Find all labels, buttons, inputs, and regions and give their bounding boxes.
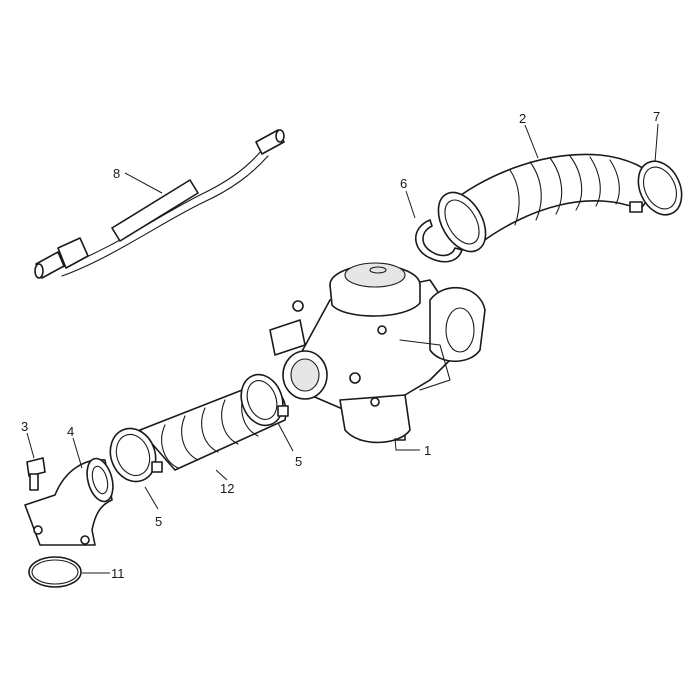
leader-12 xyxy=(215,469,228,481)
part-3-bolt xyxy=(26,457,46,491)
callout-5-left: 5 xyxy=(155,514,162,529)
part-7-hose-clamp xyxy=(629,160,683,216)
leader-6 xyxy=(405,190,416,219)
part-11-o-ring xyxy=(28,556,82,588)
part-6-split-ring xyxy=(414,219,463,263)
callout-2: 2 xyxy=(519,111,526,126)
leader-7 xyxy=(654,123,659,163)
part-4-intake-manifold xyxy=(24,457,114,546)
part-5-hose-clamp-left xyxy=(109,427,163,483)
leader-3 xyxy=(26,432,35,459)
callout-6: 6 xyxy=(400,176,407,191)
part-1-carburettor xyxy=(269,262,486,444)
part-8-throttle-cable xyxy=(34,129,285,279)
part-5-hose-clamp-right xyxy=(240,373,289,427)
callout-12: 12 xyxy=(220,481,234,496)
callout-8: 8 xyxy=(113,166,120,181)
leader-5-left xyxy=(144,486,159,510)
callout-7: 7 xyxy=(653,109,660,124)
leader-1 xyxy=(394,437,420,451)
leader-2 xyxy=(524,124,539,159)
callout-5-right: 5 xyxy=(295,454,302,469)
callouts: 1 2 3 4 5 5 6 7 8 11 12 xyxy=(21,109,660,581)
leader-5-right xyxy=(277,422,294,452)
callout-4: 4 xyxy=(67,424,74,439)
callout-1: 1 xyxy=(424,443,431,458)
callout-11: 11 xyxy=(111,566,125,581)
leader-4 xyxy=(72,437,83,469)
leader-lines xyxy=(26,123,659,574)
leader-8 xyxy=(124,172,163,194)
part-2-air-duct xyxy=(437,153,661,253)
callout-3: 3 xyxy=(21,419,28,434)
